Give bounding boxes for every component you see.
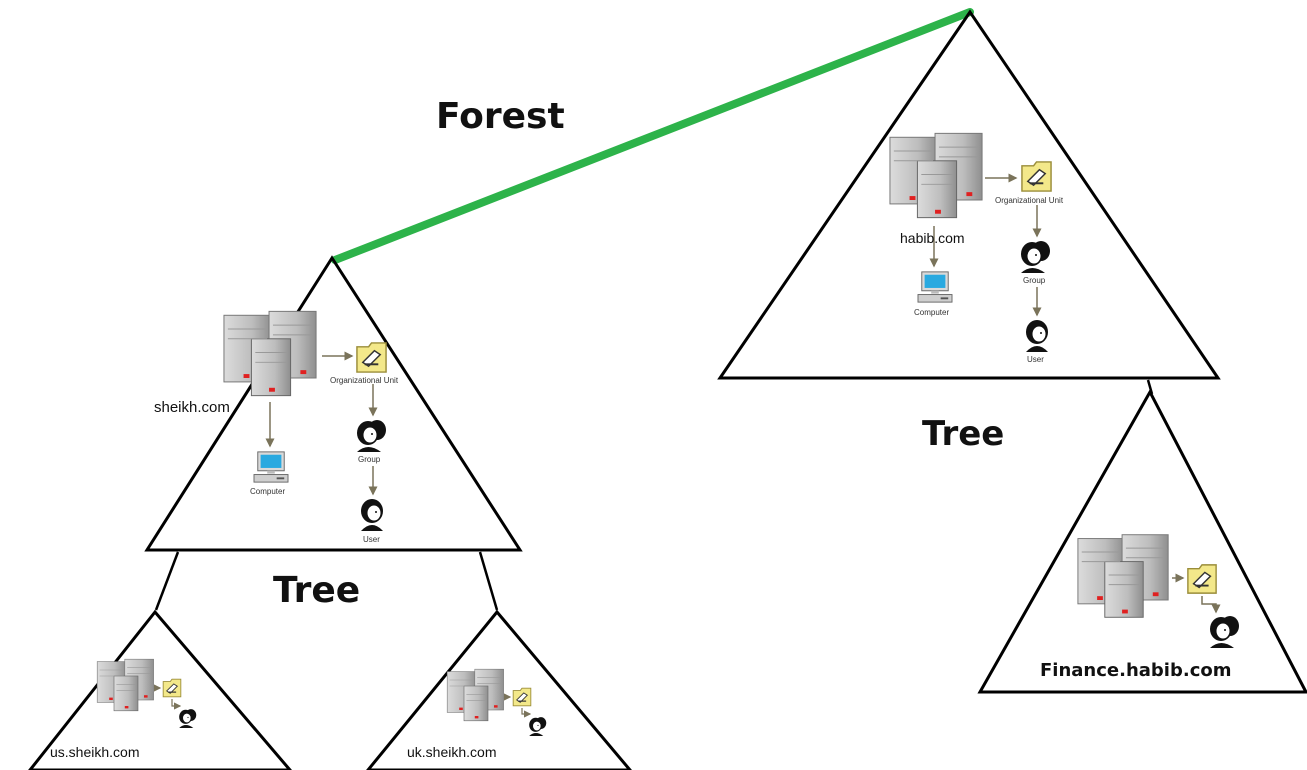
uk-domain-triangle <box>366 609 632 770</box>
group-icon <box>528 716 547 737</box>
user-icon <box>360 498 384 531</box>
sheikh-ou-label: Organizational Unit <box>330 376 399 385</box>
us-domain-label: us.sheikh.com <box>50 744 140 760</box>
server-icon <box>96 658 154 712</box>
arrow-ou-user <box>521 708 532 718</box>
group-icon <box>1020 240 1051 273</box>
forest-trust-link <box>331 8 974 264</box>
uk-domain-label: uk.sheikh.com <box>407 744 497 760</box>
folder-icon <box>355 341 388 374</box>
group-icon <box>178 708 197 729</box>
server-icon <box>1077 534 1169 618</box>
server-icon <box>446 668 504 722</box>
habib-user-label: User <box>1027 355 1044 364</box>
server-icon <box>223 310 317 397</box>
sheikh-computer-label: Computer <box>250 487 286 496</box>
tree-heading-right: Tree <box>922 414 1005 454</box>
sheikh-user-label: User <box>363 535 380 544</box>
habib-group-label: Group <box>1023 276 1046 285</box>
finance-domain-label: Finance.habib.com <box>1040 660 1232 681</box>
tree-heading-left: Tree <box>273 570 361 611</box>
computer-icon <box>253 451 289 483</box>
computer-icon <box>917 271 953 303</box>
folder-icon <box>512 687 532 707</box>
folder-icon <box>1020 160 1053 193</box>
habib-ou-label: Organizational Unit <box>995 196 1064 205</box>
server-icon <box>889 132 983 219</box>
habib-computer-label: Computer <box>914 308 950 317</box>
folder-icon <box>162 678 182 698</box>
forest-heading: Forest <box>436 96 565 137</box>
us-domain-triangle <box>28 609 292 770</box>
habib-domain-triangle <box>717 9 1221 380</box>
tree-connector-finance <box>1146 379 1154 395</box>
arrow-ou-user <box>171 699 182 710</box>
user-icon <box>1025 319 1049 352</box>
habib-domain-label: habib.com <box>900 230 965 246</box>
finance-domain-triangle <box>977 388 1307 694</box>
arrow-ou-user <box>1201 596 1221 614</box>
sheikh-domain-label: sheikh.com <box>154 399 230 416</box>
group-icon <box>356 419 387 452</box>
sheikh-domain-triangle <box>144 255 523 552</box>
sheikh-group-label: Group <box>358 455 381 464</box>
tree-connector-us <box>154 551 180 611</box>
group-icon <box>1209 615 1240 648</box>
tree-connector-uk <box>478 551 499 611</box>
folder-icon <box>1186 563 1218 595</box>
